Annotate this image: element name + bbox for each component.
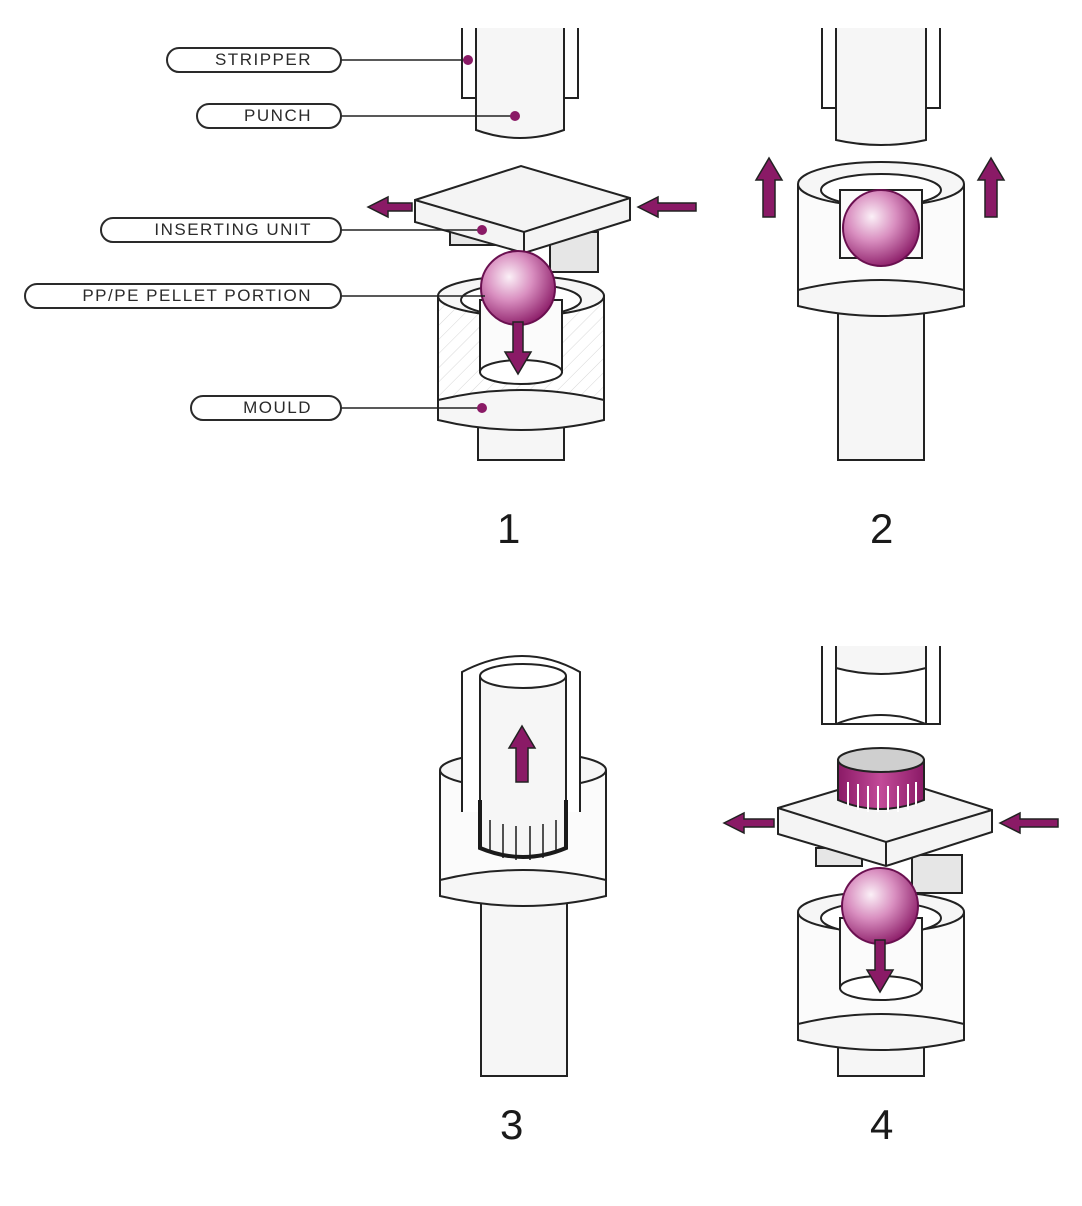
arrow-down-4: [865, 939, 895, 994]
mould-label: MOULD: [190, 395, 342, 421]
pellet-2: [842, 189, 920, 267]
arrow-left-4b: [998, 811, 1059, 835]
pellet-label-text: PP/PE PELLET PORTION: [82, 286, 312, 305]
pellet-4: [841, 867, 919, 945]
inserting-unit-label: INSERTING UNIT: [100, 217, 342, 243]
inserting-unit-dot: [477, 225, 487, 235]
pellet-1: [480, 250, 556, 326]
punch-rod: [475, 28, 565, 139]
cap-3: [478, 800, 568, 859]
step-number-3: 3: [500, 1101, 524, 1148]
cap-4: [837, 759, 925, 810]
step-1-illustration: [340, 28, 697, 461]
arrow-left-1: [366, 195, 413, 219]
arrow-down-1: [503, 321, 533, 376]
pellet-label: PP/PE PELLET PORTION: [24, 283, 342, 309]
punch-label-text: PUNCH: [244, 106, 312, 125]
step-number-2: 2: [870, 505, 894, 552]
punch-label: PUNCH: [196, 103, 342, 129]
arrow-left-1b: [636, 195, 697, 219]
stripper-dot: [463, 55, 473, 65]
step-number-1: 1: [497, 505, 521, 552]
arrow-up-3: [507, 724, 537, 783]
punch-4: [835, 646, 927, 675]
mould-label-text: MOULD: [243, 398, 312, 417]
step-2-illustration: [754, 28, 1006, 461]
inserting-unit-label-text: INSERTING UNIT: [154, 220, 312, 239]
step-number-4: 4: [870, 1101, 894, 1148]
punch-2: [835, 28, 927, 146]
lower-rod-2: [837, 309, 925, 461]
stripper-label: STRIPPER: [166, 47, 342, 73]
arrow-up-2a: [754, 156, 784, 218]
arrow-left-4: [722, 811, 775, 835]
mould-dot: [477, 403, 487, 413]
punch-dot: [510, 111, 520, 121]
step-3-illustration: [439, 655, 607, 1077]
inserting-unit-plate: [414, 164, 631, 255]
arrow-up-2b: [976, 156, 1006, 218]
lower-rod-3: [480, 899, 568, 1077]
stripper-label-text: STRIPPER: [214, 50, 312, 69]
step-4-illustration: [722, 646, 1059, 1077]
